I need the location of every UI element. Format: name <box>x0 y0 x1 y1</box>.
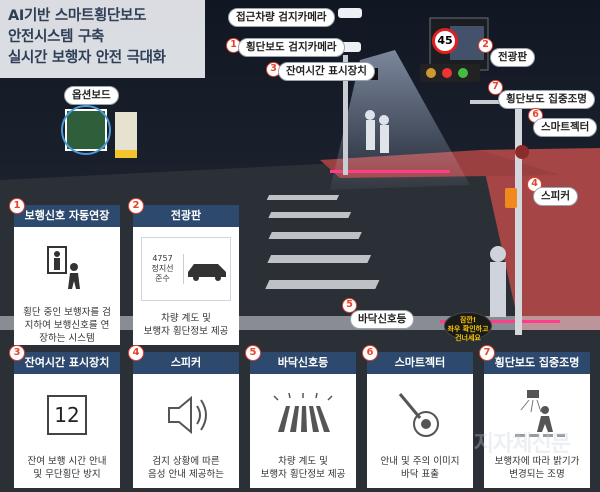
title-line-2: 안전시스템 구축 <box>8 29 105 45</box>
card-5-title: 바닥신호등 <box>250 352 356 374</box>
label-approach-camera: 접근차량 검지카메라 <box>228 8 335 27</box>
car-icon <box>188 264 226 281</box>
card-2-description: 차량 계도 및 보행자 횡단정보 제공 <box>143 313 229 337</box>
floor-warning-sign: 잠깐! 좌우 확인하고 건너세요 <box>444 312 492 342</box>
card-2: 2 전광판 4757 정지선 준수 차량 계도 및 보행자 횡단정보 제공 <box>128 198 239 345</box>
card-3-description: 잔여 보행 시간 안내 및 무단횡단 방지 <box>27 456 107 480</box>
label-remaining-time: 잔여시간 표시장치 <box>278 62 375 81</box>
card-7-image <box>492 382 582 448</box>
card-2-number: 2 <box>128 198 144 214</box>
label-display-board: 전광판 <box>490 48 535 67</box>
card-4-title: 스피커 <box>133 352 239 374</box>
card-6-number: 6 <box>362 345 378 361</box>
card-2-title: 전광판 <box>133 205 239 227</box>
card-4-number: 4 <box>128 345 144 361</box>
card-2-image: 4757 정지선 준수 <box>141 237 231 301</box>
board-panel-text: 4757 정지선 준수 <box>142 254 184 284</box>
card-5-number: 5 <box>245 345 261 361</box>
card-4-description: 검지 상황에 따른 음성 안내 제공하는 <box>148 456 224 480</box>
watermark: 지자체신문 <box>473 432 571 457</box>
card-6-image <box>375 382 465 448</box>
card-7: 7 횡단보도 집중조명 보행자에 따라 밝기가 변경되는 조명 <box>479 345 590 488</box>
card-4-image <box>141 382 231 448</box>
label-lighting: 횡단보도 집중조명 <box>498 90 595 109</box>
card-3-image: 12 <box>22 382 112 448</box>
card-6: 6 스마트젝터 안내 및 주의 이미지 바닥 표출 <box>362 345 473 488</box>
card-4: 4 스피커 검지 상황에 따른 음성 안내 제공하는 <box>128 345 239 488</box>
card-1-title: 보행신호 자동연장 <box>14 205 120 227</box>
card-1-number: 1 <box>9 198 25 214</box>
pedestrian-signal-icon <box>47 246 80 289</box>
card-1: 1 보행신호 자동연장 횡단 중인 보행자를 검 지하여 보행신호를 연 장하는… <box>9 198 120 345</box>
card-1-image <box>22 235 112 305</box>
card-6-description: 안내 및 주의 이미지 바닥 표출 <box>380 456 460 480</box>
label-speaker: 스피커 <box>533 187 578 206</box>
card-7-number: 7 <box>479 345 495 361</box>
crosswalk-icon <box>273 392 333 432</box>
card-5-description: 차량 계도 및 보행자 횡단정보 제공 <box>260 456 346 480</box>
card-6-title: 스마트젝터 <box>367 352 473 374</box>
card-7-title: 횡단보도 집중조명 <box>484 352 590 374</box>
marker-5: 5 <box>342 298 357 313</box>
marker-7: 7 <box>488 80 503 95</box>
title-line-3: 실시간 보행자 안전 극대화 <box>8 50 166 66</box>
label-option-board: 옵션보드 <box>64 86 119 105</box>
card-1-description: 횡단 중인 보행자를 검 지하여 보행신호를 연 장하는 시스템 <box>23 306 111 344</box>
speed-limit-value: 45 <box>437 34 453 47</box>
marker-2: 2 <box>478 38 493 53</box>
projector-icon <box>398 393 439 437</box>
spotlight-pedestrian-icon <box>515 390 565 437</box>
card-5-image <box>258 382 348 448</box>
speaker-icon <box>168 395 207 435</box>
card-3-title: 잔여시간 표시장치 <box>14 352 120 374</box>
title-box: AI기반 스마트횡단보도 안전시스템 구축 실시간 보행자 안전 극대화 <box>0 0 205 78</box>
label-smart-projector: 스마트젝터 <box>533 118 598 137</box>
card-3-number: 3 <box>9 345 25 361</box>
title-line-1: AI기반 스마트횡단보도 <box>8 8 147 24</box>
card-3: 3 잔여시간 표시장치 12 잔여 보행 시간 안내 및 무단횡단 방지 <box>9 345 120 488</box>
card-7-description: 보행자에 따라 밝기가 변경되는 조명 <box>494 456 580 480</box>
card-5: 5 바닥신호등 차량 계도 및 보행자 횡단정보 제공 <box>245 345 356 488</box>
countdown-display: 12 <box>47 395 87 435</box>
speed-limit-sign: 45 <box>432 28 458 54</box>
label-floor-signal: 바닥신호등 <box>350 310 415 329</box>
label-crosswalk-camera: 횡단보도 검지카메라 <box>238 38 345 57</box>
